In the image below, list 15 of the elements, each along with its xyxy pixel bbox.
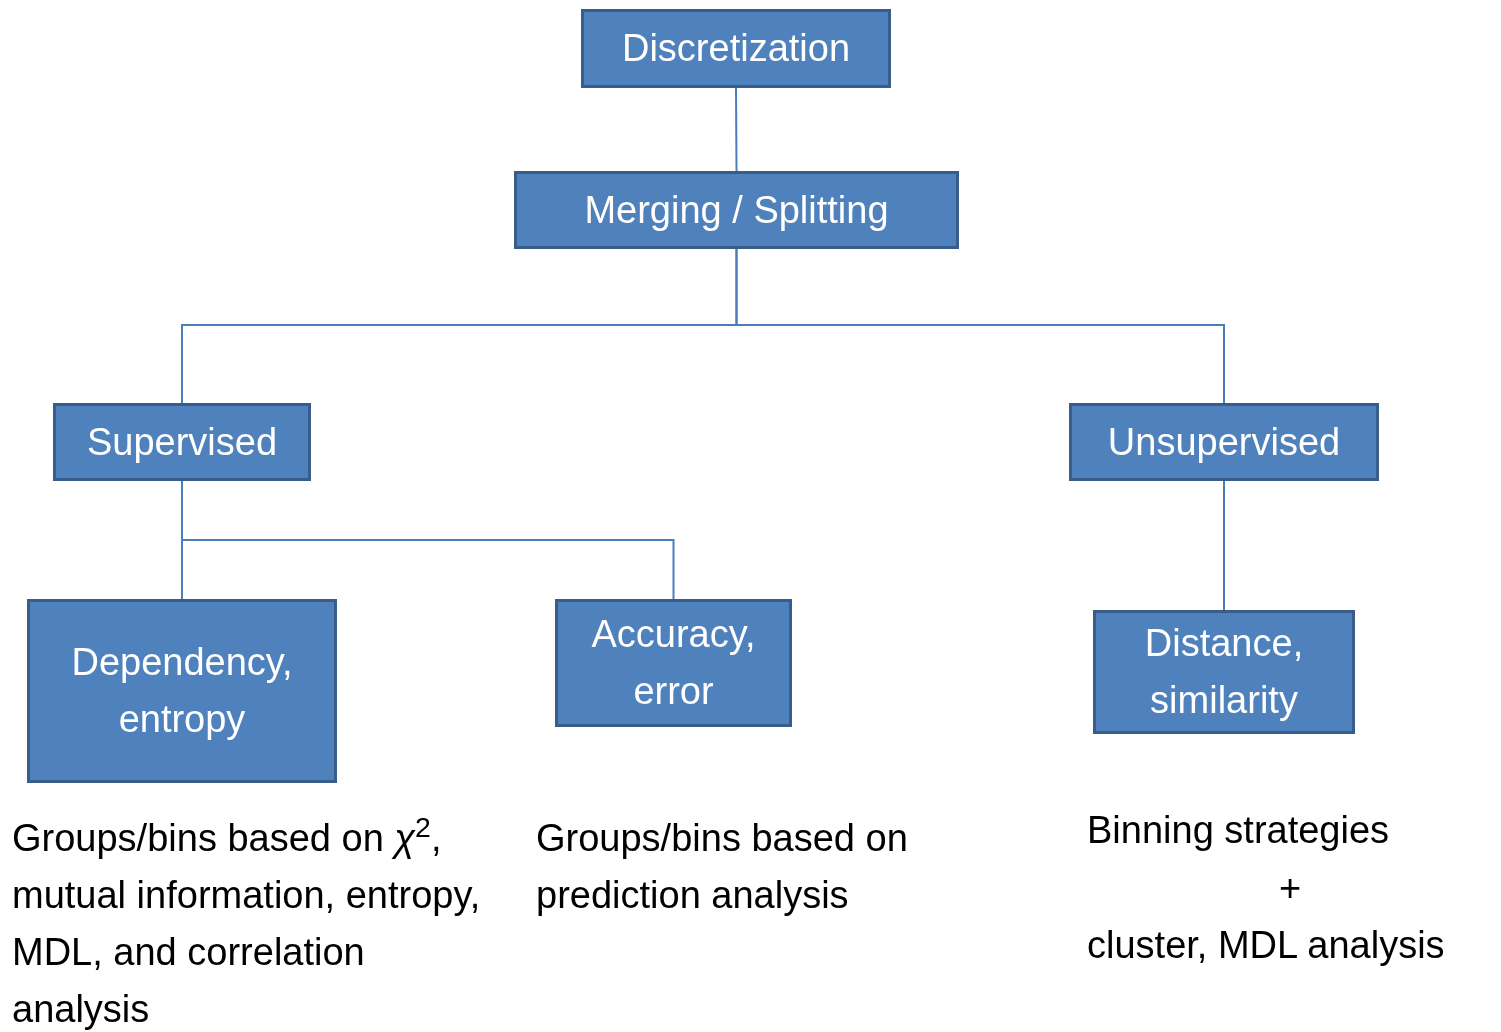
description-text: Groups/bins based on χ$^{2}$, mutual information, entropy, MDL, and correlation analysis: [12, 810, 482, 1032]
connector-line: [735, 87, 738, 172]
connector-line: [735, 248, 1225, 404]
category-box: Discretization: [581, 9, 891, 88]
description-text: Groups/bins based on prediction analysis: [536, 816, 909, 918]
connector-line: [1223, 480, 1225, 611]
description-text: Binning strategies: [1087, 808, 1391, 853]
category-box: Dependency, entropy: [27, 599, 337, 783]
description-text: cluster, MDL analysis: [1087, 923, 1446, 968]
category-box: Supervised: [53, 403, 311, 481]
description-text: +: [1277, 866, 1303, 911]
category-box: Merging / Splitting: [514, 171, 959, 249]
category-box: Accuracy, error: [555, 599, 792, 727]
category-box: Unsupervised: [1069, 403, 1379, 481]
category-box: Distance, similarity: [1093, 610, 1355, 734]
